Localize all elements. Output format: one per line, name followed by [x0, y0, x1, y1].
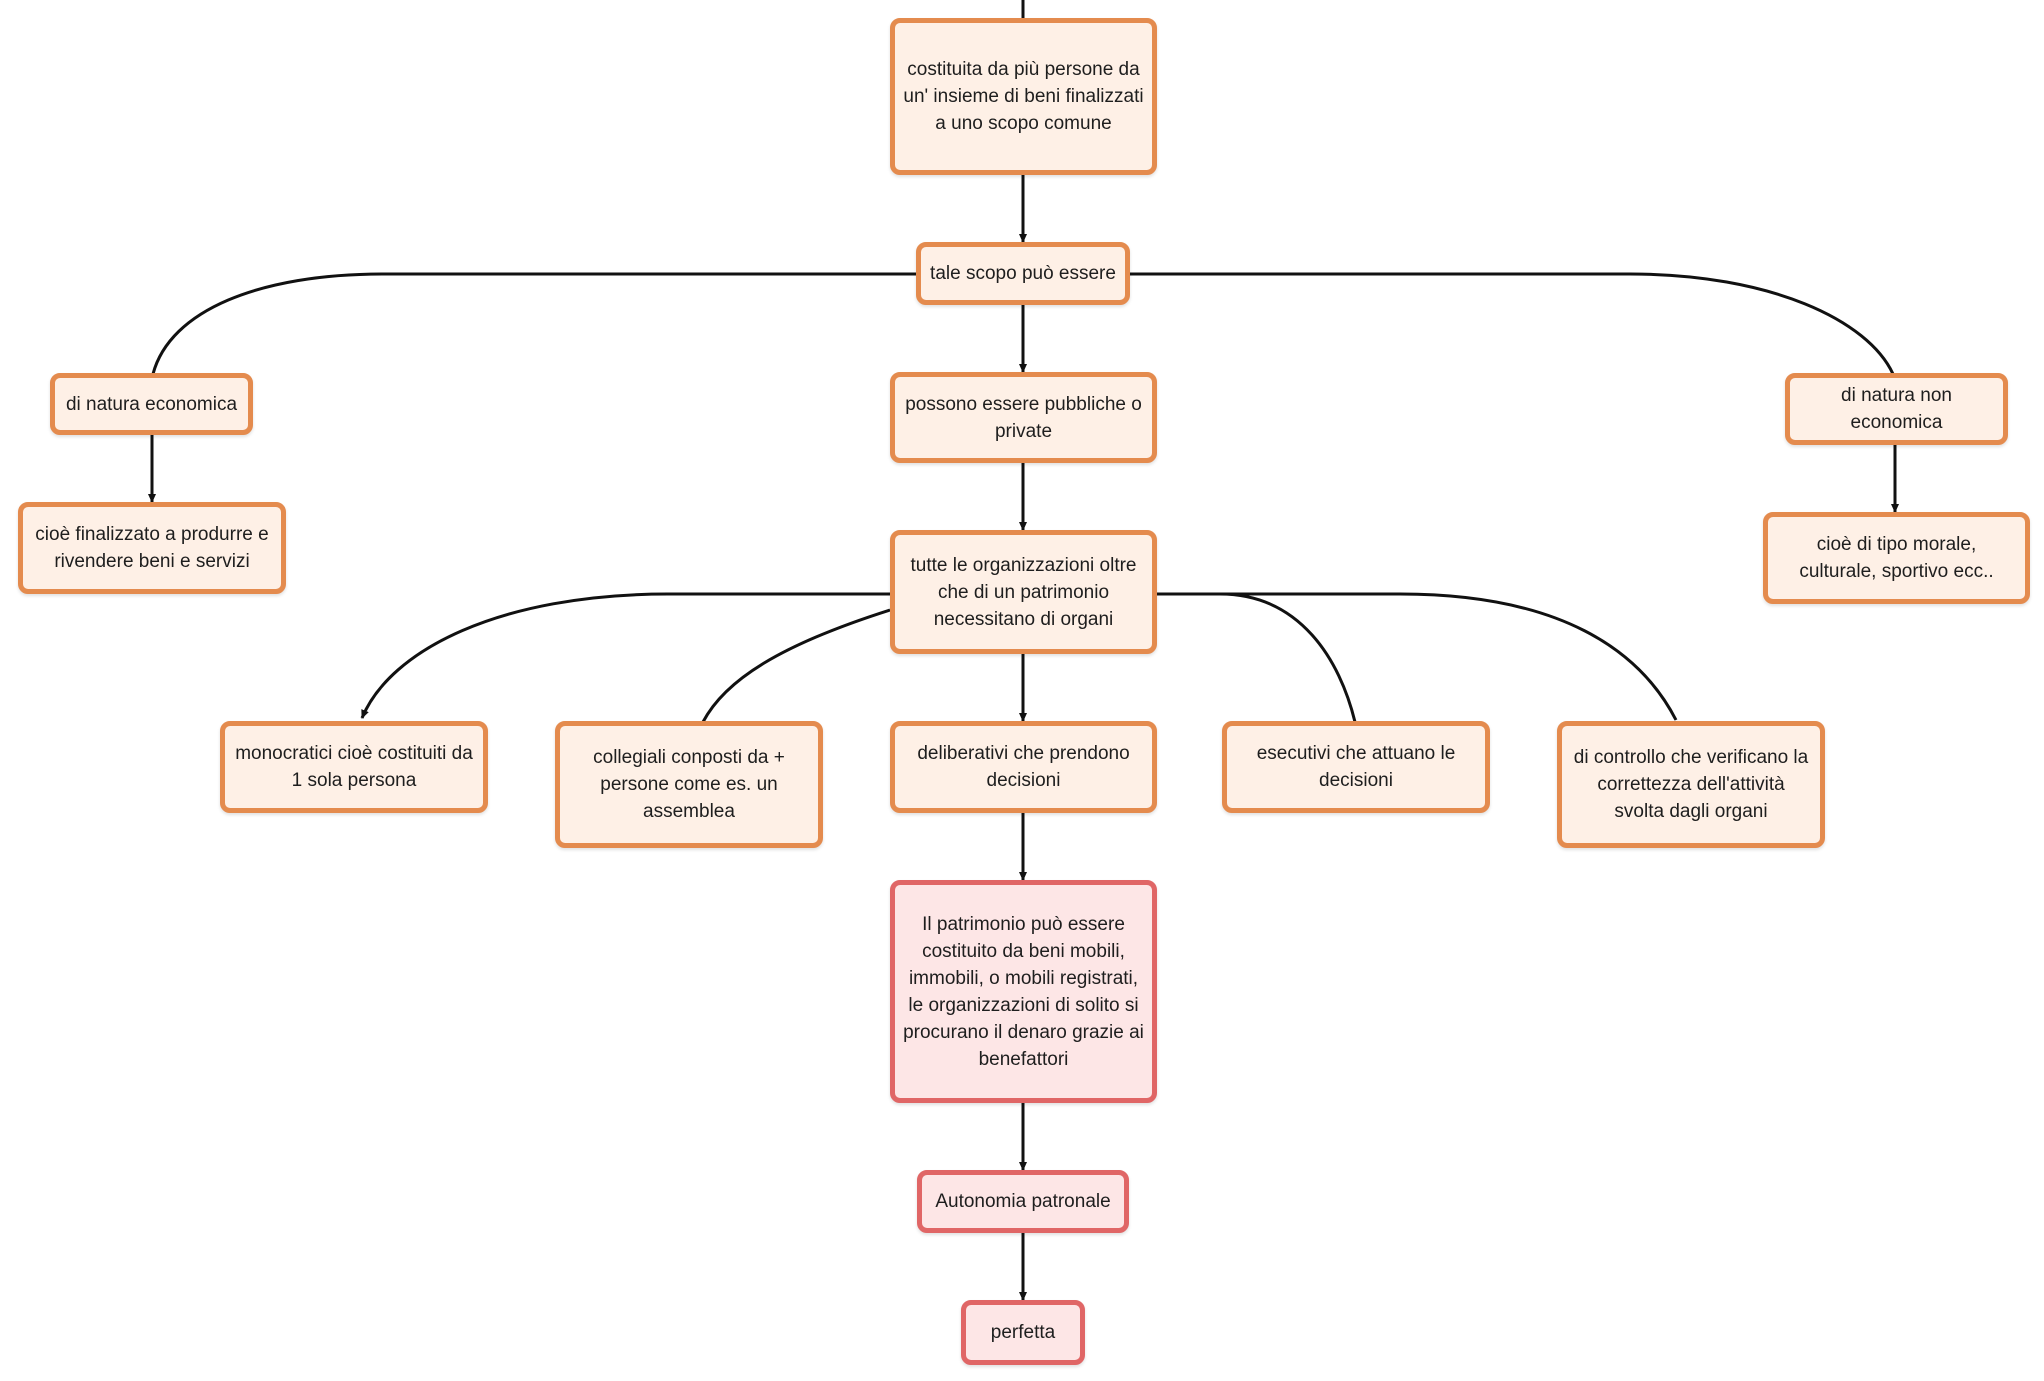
node-label: monocratici cioè costituiti da 1 sola pe…: [235, 743, 473, 791]
node-label: esecutivi che attuano le decisioni: [1256, 743, 1456, 791]
edge-n2-n6: [1130, 272, 1895, 375]
node-monocratic-organs[interactable]: monocratici cioè costituiti da 1 sola pe…: [220, 721, 488, 813]
node-organs[interactable]: tutte le organizzazioni oltre che di un …: [890, 530, 1157, 654]
node-label: Il patrimonio può essere costituito da b…: [903, 913, 1144, 1070]
node-label: tale scopo può essere: [930, 263, 1116, 284]
edge-n8-n12: [1156, 592, 1357, 723]
node-label: Autonomia patronale: [935, 1191, 1111, 1212]
node-label: tutte le organizzazioni oltre che di un …: [910, 554, 1137, 630]
node-patrimonial-autonomy[interactable]: Autonomia patronale: [917, 1170, 1129, 1233]
node-executive-organs[interactable]: esecutivi che attuano le decisioni: [1222, 721, 1490, 813]
node-public-private[interactable]: possono essere pubbliche o private: [890, 372, 1157, 463]
node-label: di natura non economica: [1841, 385, 1952, 433]
node-organization-definition[interactable]: costituita da più persone da un' insieme…: [890, 18, 1157, 175]
node-economic-detail[interactable]: cioè finalizzato a produrre e rivendere …: [18, 502, 286, 594]
node-label: collegiali conposti da + persone come es…: [593, 747, 785, 822]
node-label: possono essere pubbliche o private: [905, 393, 1142, 442]
node-control-organs[interactable]: di controllo che verificano la correttez…: [1557, 721, 1825, 848]
node-label: perfetta: [990, 1322, 1056, 1343]
edge-n8-n13: [1156, 592, 1678, 721]
node-non-economic-nature[interactable]: di natura non economica: [1785, 373, 2008, 445]
edge-n2-n3: [151, 272, 918, 375]
node-patrimony[interactable]: Il patrimonio può essere costituito da b…: [890, 880, 1157, 1103]
node-label: di natura economica: [65, 393, 238, 415]
node-label: di controllo che verificano la correttez…: [1573, 747, 1809, 822]
node-label: cioè di tipo morale, culturale, sportivo…: [1799, 534, 1994, 582]
node-purpose[interactable]: tale scopo può essere: [916, 242, 1130, 305]
node-economic-nature[interactable]: di natura economica: [50, 373, 253, 435]
node-label: deliberativi che prendono decisioni: [917, 743, 1130, 791]
edge-n8-n9: [360, 592, 890, 719]
node-label: costituita da più persone da un' insieme…: [903, 59, 1144, 134]
node-non-economic-detail[interactable]: cioè di tipo morale, culturale, sportivo…: [1763, 512, 2030, 604]
node-collegial-organs[interactable]: collegiali conposti da + persone come es…: [555, 721, 823, 848]
node-label: cioè finalizzato a produrre e rivendere …: [35, 524, 269, 572]
edge-n8-n10: [701, 608, 891, 723]
node-deliberative-organs[interactable]: deliberativi che prendono decisioni: [890, 721, 1157, 813]
node-perfect[interactable]: perfetta: [961, 1300, 1085, 1365]
